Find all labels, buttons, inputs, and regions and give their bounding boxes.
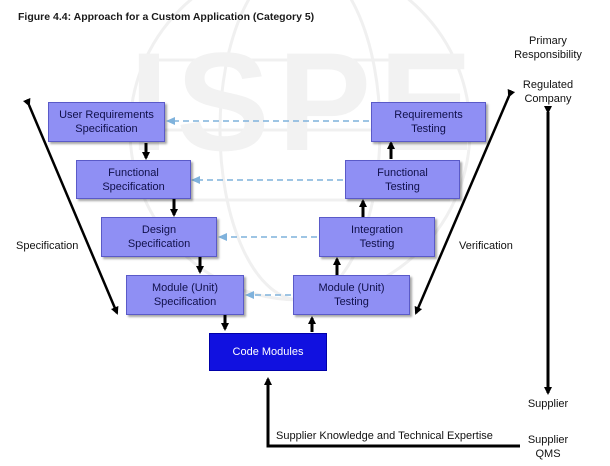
figure-title: Figure 4.4: Approach for a Custom Applic… (18, 11, 315, 23)
supplier-qms-label: Supplier QMS (527, 434, 569, 460)
specification-label: Specification (16, 240, 79, 252)
primary-responsibility-label: Primary Responsibility (514, 35, 582, 61)
requirements-testing-box: Requirements Testing (371, 102, 486, 142)
supplier-knowledge-label: Supplier Knowledge and Technical Experti… (276, 430, 493, 442)
specification-diagonal-arrow (22, 97, 119, 315)
module-unit-spec-box: Module (Unit) Specification (126, 275, 244, 315)
design-spec-box: Design Specification (101, 217, 217, 257)
supplier-label: Supplier (527, 398, 569, 410)
verification-label: Verification (459, 240, 513, 252)
functional-spec-box: Functional Specification (76, 160, 191, 199)
regulated-company-label: Regulated Company (522, 79, 574, 105)
code-modules-box: Code Modules (209, 333, 327, 371)
user-requirements-spec-box: User Requirements Specification (48, 102, 165, 142)
module-unit-testing-box: Module (Unit) Testing (293, 275, 410, 315)
supplier-knowledge-arrow (264, 377, 520, 448)
integration-testing-box: Integration Testing (319, 217, 435, 257)
functional-testing-box: Functional Testing (345, 160, 460, 199)
verification-diagonal-arrow (414, 88, 516, 315)
